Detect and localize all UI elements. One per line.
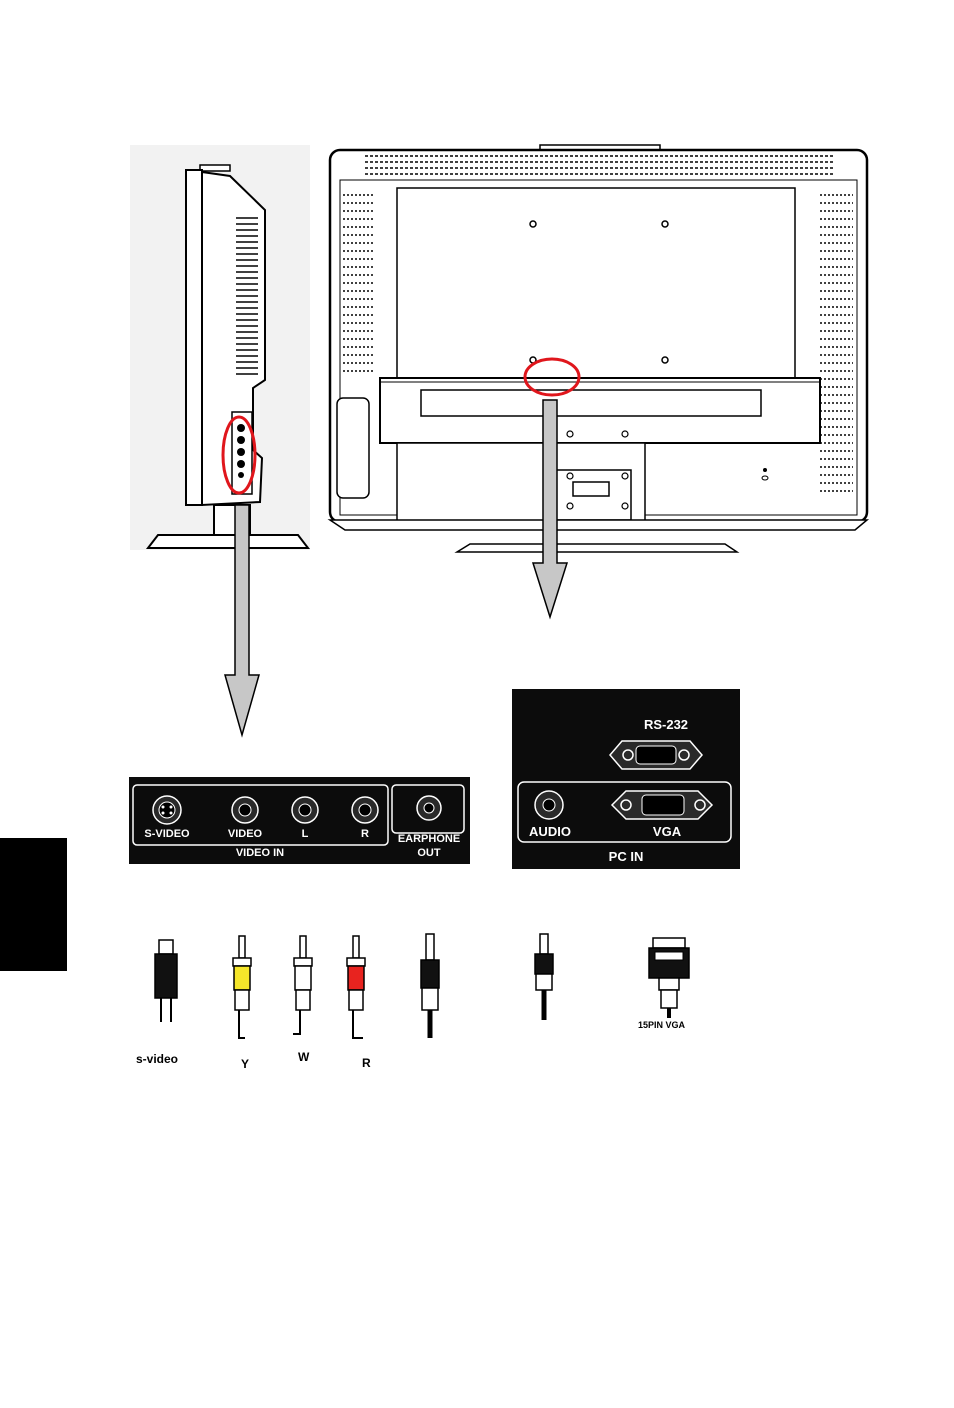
white-rca-plug-icon	[293, 936, 312, 1034]
red-cable-label: R	[362, 1056, 371, 1070]
page-side-tab	[0, 838, 67, 971]
earphone-label-line2: OUT	[392, 847, 466, 859]
video-in-group-label: VIDEO IN	[219, 847, 301, 859]
pc-audio-label: AUDIO	[522, 824, 578, 839]
vga-label: VGA	[642, 824, 692, 839]
earphone-plug-icon	[421, 934, 439, 1038]
pc-audio-plug-icon	[535, 934, 553, 1020]
arrow-down-to-video-panel	[222, 500, 262, 740]
tv-back-view	[325, 140, 873, 565]
tv-side-view	[120, 140, 320, 560]
pc-in-group-label: PC IN	[594, 849, 658, 864]
yellow-cable-label: Y	[241, 1057, 249, 1071]
cables-illustration	[135, 930, 735, 1050]
svideo-cable-label: s-video	[136, 1052, 178, 1066]
svideo-label: S-VIDEO	[135, 828, 199, 840]
pc-in-panel: RS-232 AUDIO VGA PC IN	[512, 689, 740, 869]
red-rca-plug-icon	[347, 936, 365, 1038]
pc-panel-graphics	[512, 689, 740, 869]
video-in-panel: S-VIDEO VIDEO L R EARPHONE OUT VIDEO IN	[129, 777, 470, 864]
svideo-plug-icon	[155, 940, 177, 1022]
audio-right-label: R	[355, 828, 375, 840]
rs232-label: RS-232	[636, 717, 696, 732]
yellow-rca-plug-icon	[233, 936, 251, 1038]
audio-left-label: L	[295, 828, 315, 840]
vga-plug-icon	[649, 938, 689, 1018]
arrow-down-to-pc-panel	[530, 395, 570, 620]
vga-cable-label: 15PIN VGA	[638, 1020, 685, 1030]
video-label: VIDEO	[219, 828, 271, 840]
white-cable-label: W	[298, 1050, 309, 1064]
earphone-label-line1: EARPHONE	[392, 833, 466, 845]
